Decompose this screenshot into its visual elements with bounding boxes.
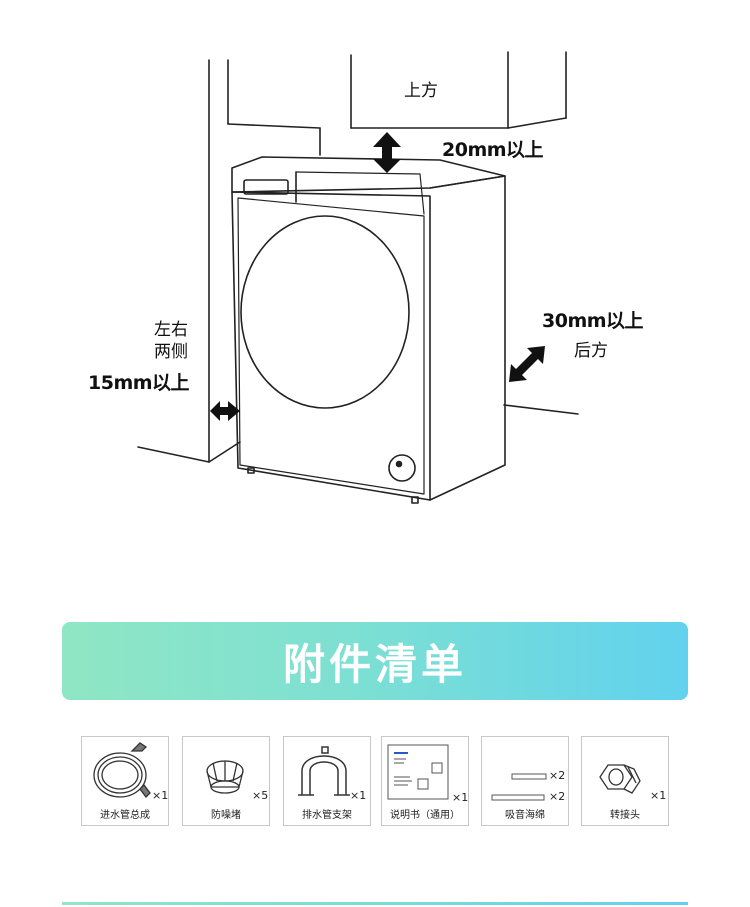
noise-plug-icon bbox=[206, 760, 244, 794]
water-inlet-hose-icon bbox=[93, 742, 151, 798]
left-wall bbox=[137, 59, 241, 463]
accessory-list-banner: 附件清单 bbox=[62, 622, 688, 700]
label-side-line1: 左右 bbox=[154, 320, 188, 340]
accessory-qty: ×1 bbox=[350, 789, 367, 802]
back-gap-arrow bbox=[509, 346, 545, 382]
accessory-card-inlet-hose: ×1 进水管总成 bbox=[81, 736, 169, 826]
label-top: 上方 bbox=[404, 81, 438, 101]
manual-icon bbox=[387, 744, 449, 800]
washer-clearance-illustration bbox=[137, 51, 579, 504]
accessory-qty: ×1 bbox=[152, 789, 169, 802]
accessory-name: 转接头 bbox=[610, 810, 640, 821]
bottom-divider bbox=[62, 902, 688, 905]
side-gap-arrow bbox=[210, 401, 240, 421]
label-back: 后方 bbox=[574, 341, 608, 361]
accessory-card-sound-sponge: ×2 ×2 吸音海绵 bbox=[481, 736, 569, 826]
washing-machine bbox=[231, 156, 506, 504]
accessory-card-noise-plug: ×5 防噪堵 bbox=[182, 736, 270, 826]
accessory-card-drain-bracket: ×1 排水管支架 bbox=[283, 736, 371, 826]
accessory-qty: ×5 bbox=[252, 789, 269, 802]
accessory-card-manual: ×1 说明书（通用） bbox=[381, 736, 469, 826]
drain-hose-bracket-icon bbox=[298, 746, 350, 796]
accessory-qty: ×1 bbox=[452, 791, 469, 804]
accessory-name: 防噪堵 bbox=[211, 810, 241, 821]
sound-sponge-icon bbox=[491, 773, 547, 801]
accessory-name: 排水管支架 bbox=[302, 810, 352, 821]
accessory-qty: ×2 bbox=[549, 769, 566, 782]
label-top-gap: 20mm以上 bbox=[442, 139, 544, 161]
label-back-gap: 30mm以上 bbox=[542, 310, 644, 332]
upper-cabinet bbox=[227, 51, 567, 156]
accessory-name: 说明书（通用） bbox=[390, 810, 460, 821]
accessory-qty: ×1 bbox=[650, 789, 667, 802]
installation-diagram: 上方 20mm以上 左右 两侧 15mm以上 30mm以上 后方 bbox=[88, 51, 644, 504]
adapter-icon bbox=[599, 764, 641, 794]
banner-title: 附件清单 bbox=[282, 639, 467, 689]
back-floor-line bbox=[503, 404, 579, 415]
label-side-line2: 两侧 bbox=[154, 342, 188, 362]
accessory-name: 进水管总成 bbox=[100, 810, 150, 821]
accessory-name: 吸音海绵 bbox=[505, 810, 545, 821]
accessory-card-adapter: ×1 转接头 bbox=[581, 736, 669, 826]
label-side-gap: 15mm以上 bbox=[88, 372, 190, 394]
top-gap-arrow bbox=[373, 132, 401, 173]
accessory-qty-2: ×2 bbox=[549, 790, 566, 803]
